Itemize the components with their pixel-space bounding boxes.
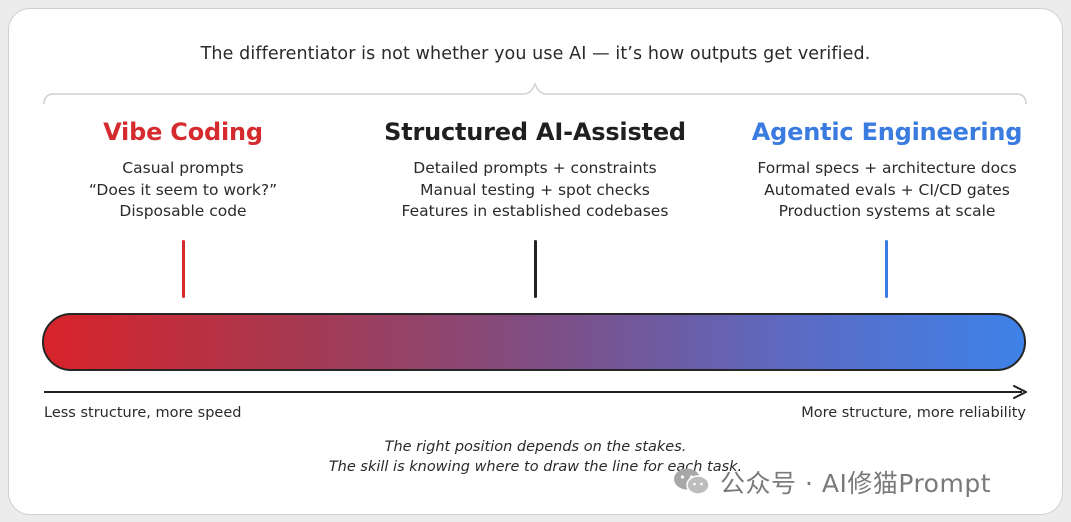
column-agentic-engineering: Agentic Engineering Formal specs + archi… [722, 118, 1052, 223]
column-title-agentic: Agentic Engineering [751, 118, 1023, 146]
marker-tick-vibe [182, 240, 185, 298]
column-line: Casual prompts [122, 159, 244, 177]
axis-right-label: More structure, more reliability [801, 405, 1026, 421]
column-title-vibe-coding: Vibe Coding [103, 118, 263, 146]
wechat-icon [674, 468, 710, 495]
column-structured-ai-assisted: Structured AI-Assisted Detailed prompts … [370, 118, 700, 223]
column-vibe-coding: Vibe Coding Casual prompts “Does it seem… [18, 118, 348, 223]
column-line: “Does it seem to work?” [88, 180, 278, 199]
axis-arrowhead [1013, 385, 1027, 399]
spectrum-gradient-bar [42, 313, 1026, 371]
watermark: 公众号 · AI修猫Prompt [672, 464, 991, 500]
watermark-text: 公众号 · AI修猫Prompt [720, 469, 992, 498]
column-line: Automated evals + CI/CD gates [764, 180, 1010, 199]
column-line: Production systems at scale [778, 202, 996, 220]
column-title-structured: Structured AI-Assisted [384, 118, 686, 146]
column-line: Features in established codebases [401, 202, 669, 220]
column-line: Manual testing + spot checks [420, 180, 650, 199]
axis-left-label: Less structure, more speed [44, 405, 242, 421]
brace-line [43, 81, 1027, 105]
marker-tick-agentic [885, 240, 888, 298]
footnote-line: The skill is knowing where to draw the l… [328, 459, 743, 475]
footnote-line: The right position depends on the stakes… [384, 439, 687, 455]
headline: The differentiator is not whether you us… [200, 44, 871, 64]
column-line: Formal specs + architecture docs [757, 159, 1017, 177]
column-line: Disposable code [119, 202, 247, 220]
marker-tick-structured [534, 240, 537, 298]
footnote: The right position depends on the stakes… [0, 437, 1071, 477]
column-line: Detailed prompts + constraints [413, 159, 657, 177]
